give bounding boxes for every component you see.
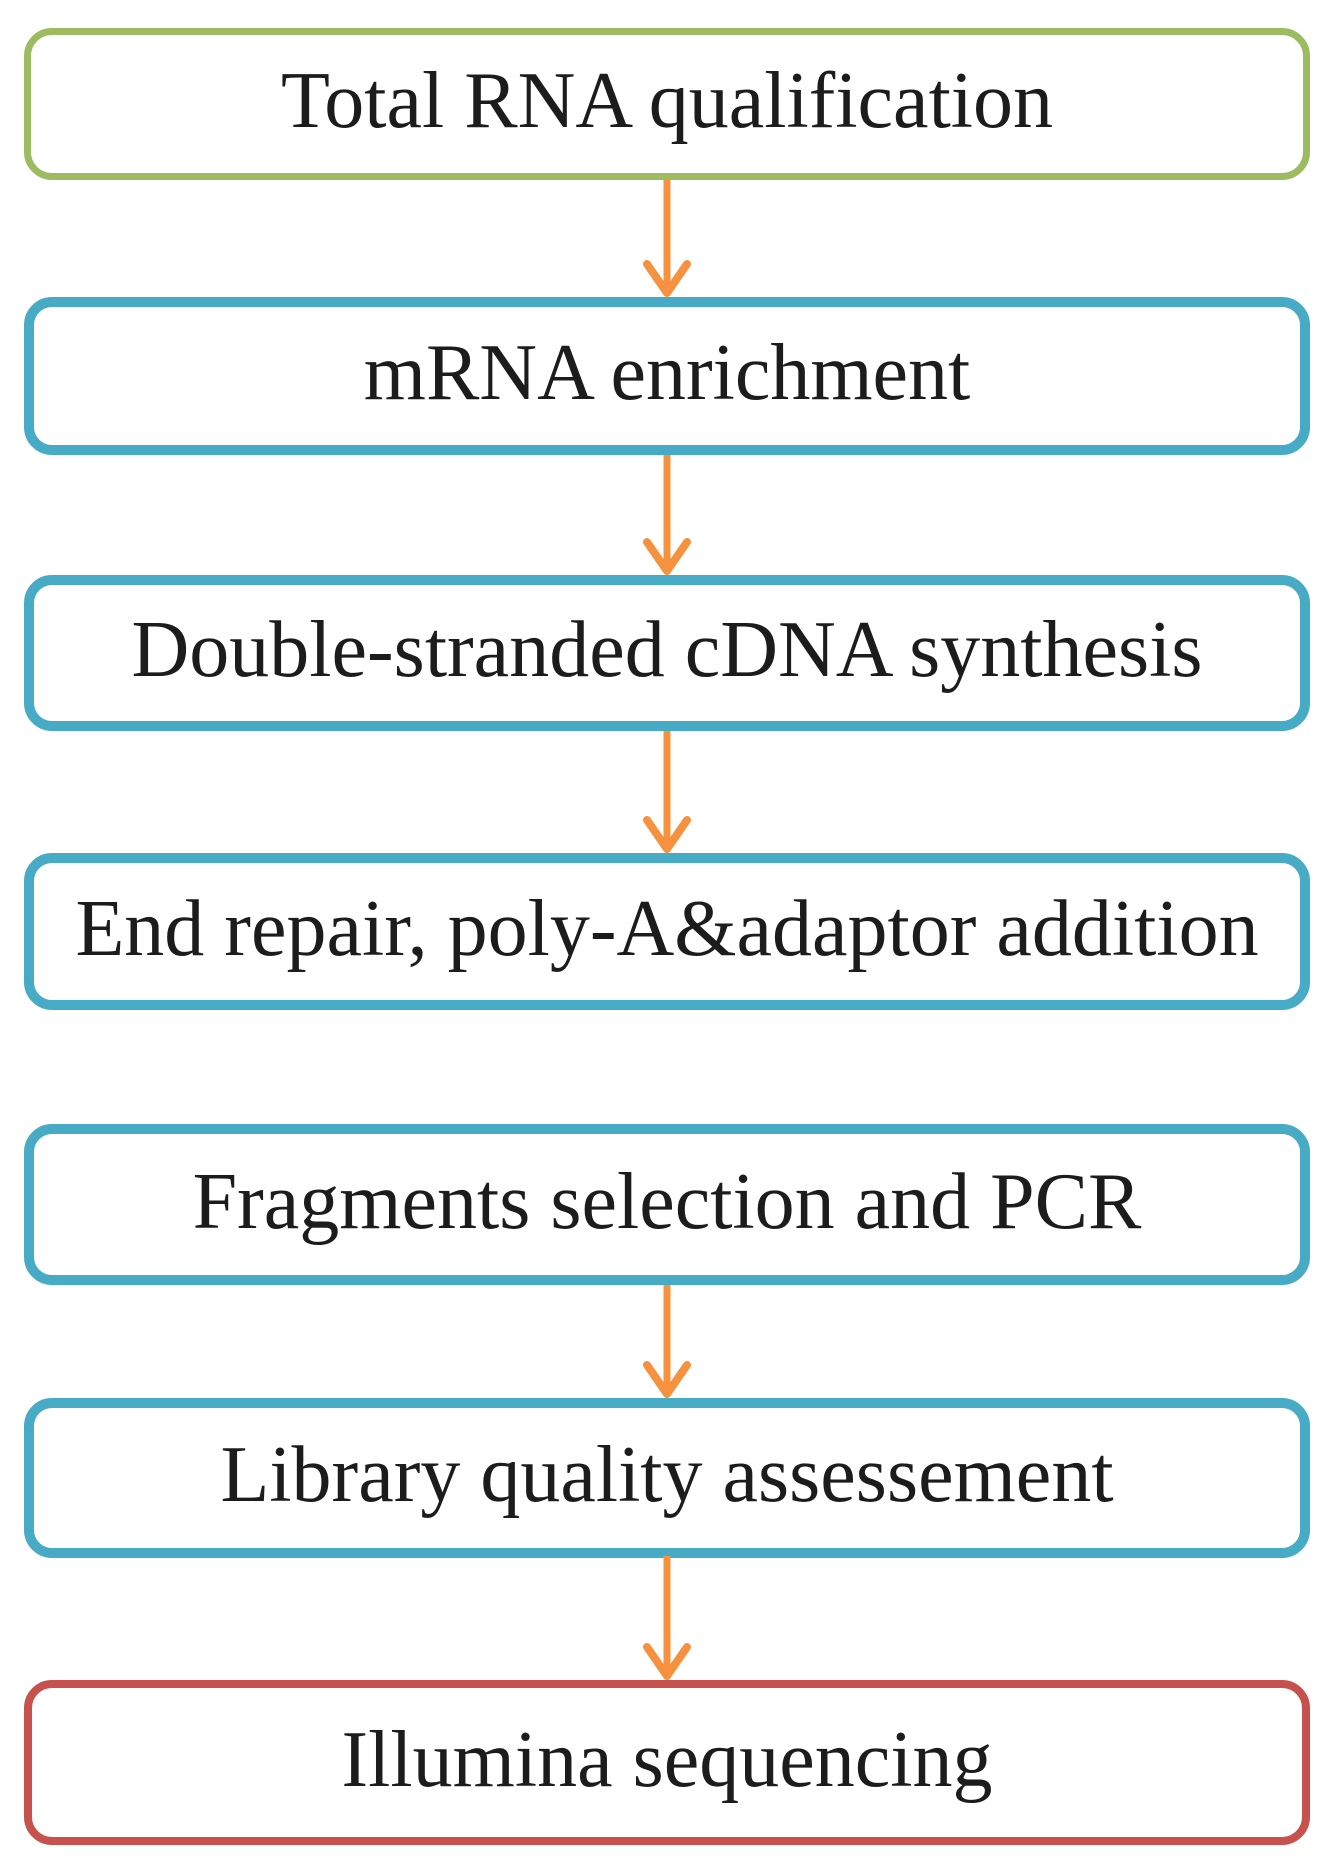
down-arrow-icon — [635, 455, 699, 576]
step-fragments-selection-and-pcr: Fragments selection and PCR — [24, 1124, 1310, 1285]
step-illumina-sequencing: Illumina sequencing — [24, 1680, 1310, 1845]
step-label-illumina-sequencing: Illumina sequencing — [341, 1715, 993, 1804]
down-arrow-icon — [635, 180, 699, 298]
step-double-stranded-cdna-synthesis: Double-stranded cDNA synthesis — [24, 575, 1310, 731]
step-label-library-quality-assessement: Library quality assessement — [220, 1431, 1114, 1519]
down-arrow-icon — [635, 1285, 699, 1399]
step-label-mrna-enrichment: mRNA enrichment — [363, 329, 971, 417]
step-label-total-rna-qualification: Total RNA qualification — [280, 57, 1054, 145]
step-total-rna-qualification: Total RNA qualification — [24, 28, 1310, 180]
down-arrow-icon — [635, 731, 699, 854]
step-mrna-enrichment: mRNA enrichment — [24, 297, 1310, 455]
step-label-double-stranded-cdna-synthesis: Double-stranded cDNA synthesis — [131, 606, 1203, 694]
step-label-end-repair-polya-adaptor-addition: End repair, poly-A&adaptor addition — [75, 884, 1259, 973]
step-library-quality-assessement: Library quality assessement — [24, 1398, 1310, 1558]
step-label-fragments-selection-and-pcr: Fragments selection and PCR — [192, 1157, 1142, 1246]
step-end-repair-polya-adaptor-addition: End repair, poly-A&adaptor addition — [24, 853, 1310, 1010]
down-arrow-icon — [635, 1556, 699, 1681]
